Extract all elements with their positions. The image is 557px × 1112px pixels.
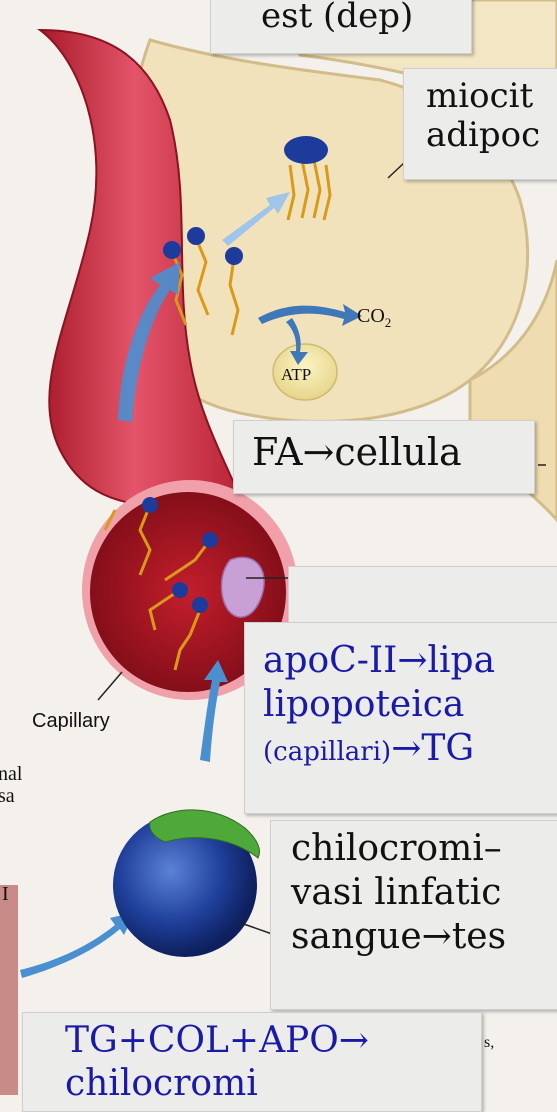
cut-left-label-3: I — [2, 883, 9, 905]
capillary-label: Capillary — [32, 710, 110, 732]
label-apoc-line2: lipopoteica — [263, 683, 557, 727]
label-apoc-lipase: apoC-II→lipa lipopoteica (capillari)→TG — [244, 622, 557, 814]
lymph-vessel — [0, 885, 18, 1095]
label-top-text: est (dep) — [261, 0, 413, 36]
label-top-est-dep: est (dep) — [210, 0, 472, 54]
label-fa-to-cell: FA→cellula — [233, 420, 535, 494]
atp-label: ATP — [281, 365, 311, 384]
label-fa-text: FA→cellula — [252, 430, 462, 474]
label-chylo-line3: sangue→tes — [291, 915, 557, 959]
cut-right-label: s, — [484, 1034, 494, 1051]
label-lipase-backdrop — [288, 566, 557, 628]
label-cell-line2: adipoc — [426, 116, 557, 155]
label-cell-line1: miocit — [426, 77, 557, 116]
label-tg-chylomicron: TG+COL+APO→ chilocromi — [22, 1012, 482, 1112]
label-tg-line2: chilocromi — [65, 1062, 481, 1105]
label-chylo-line1: chilocromi– — [291, 827, 557, 871]
label-cell-types: miocit adipoc — [403, 68, 557, 180]
label-tg-line1: TG+COL+APO→ — [65, 1019, 481, 1062]
label-chylo-transport: chilocromi– vasi linfatic sangue→tes — [270, 820, 557, 1010]
cut-left-label-2: sa — [0, 785, 15, 807]
label-chylo-line2: vasi linfatic — [291, 871, 557, 915]
label-apoc-line3a: (capillari) — [263, 737, 391, 767]
label-apoc-line1: apoC-II→lipa — [263, 639, 557, 683]
label-apoc-line3b: →TG — [391, 728, 474, 769]
cut-left-label-1: nal — [0, 763, 23, 785]
